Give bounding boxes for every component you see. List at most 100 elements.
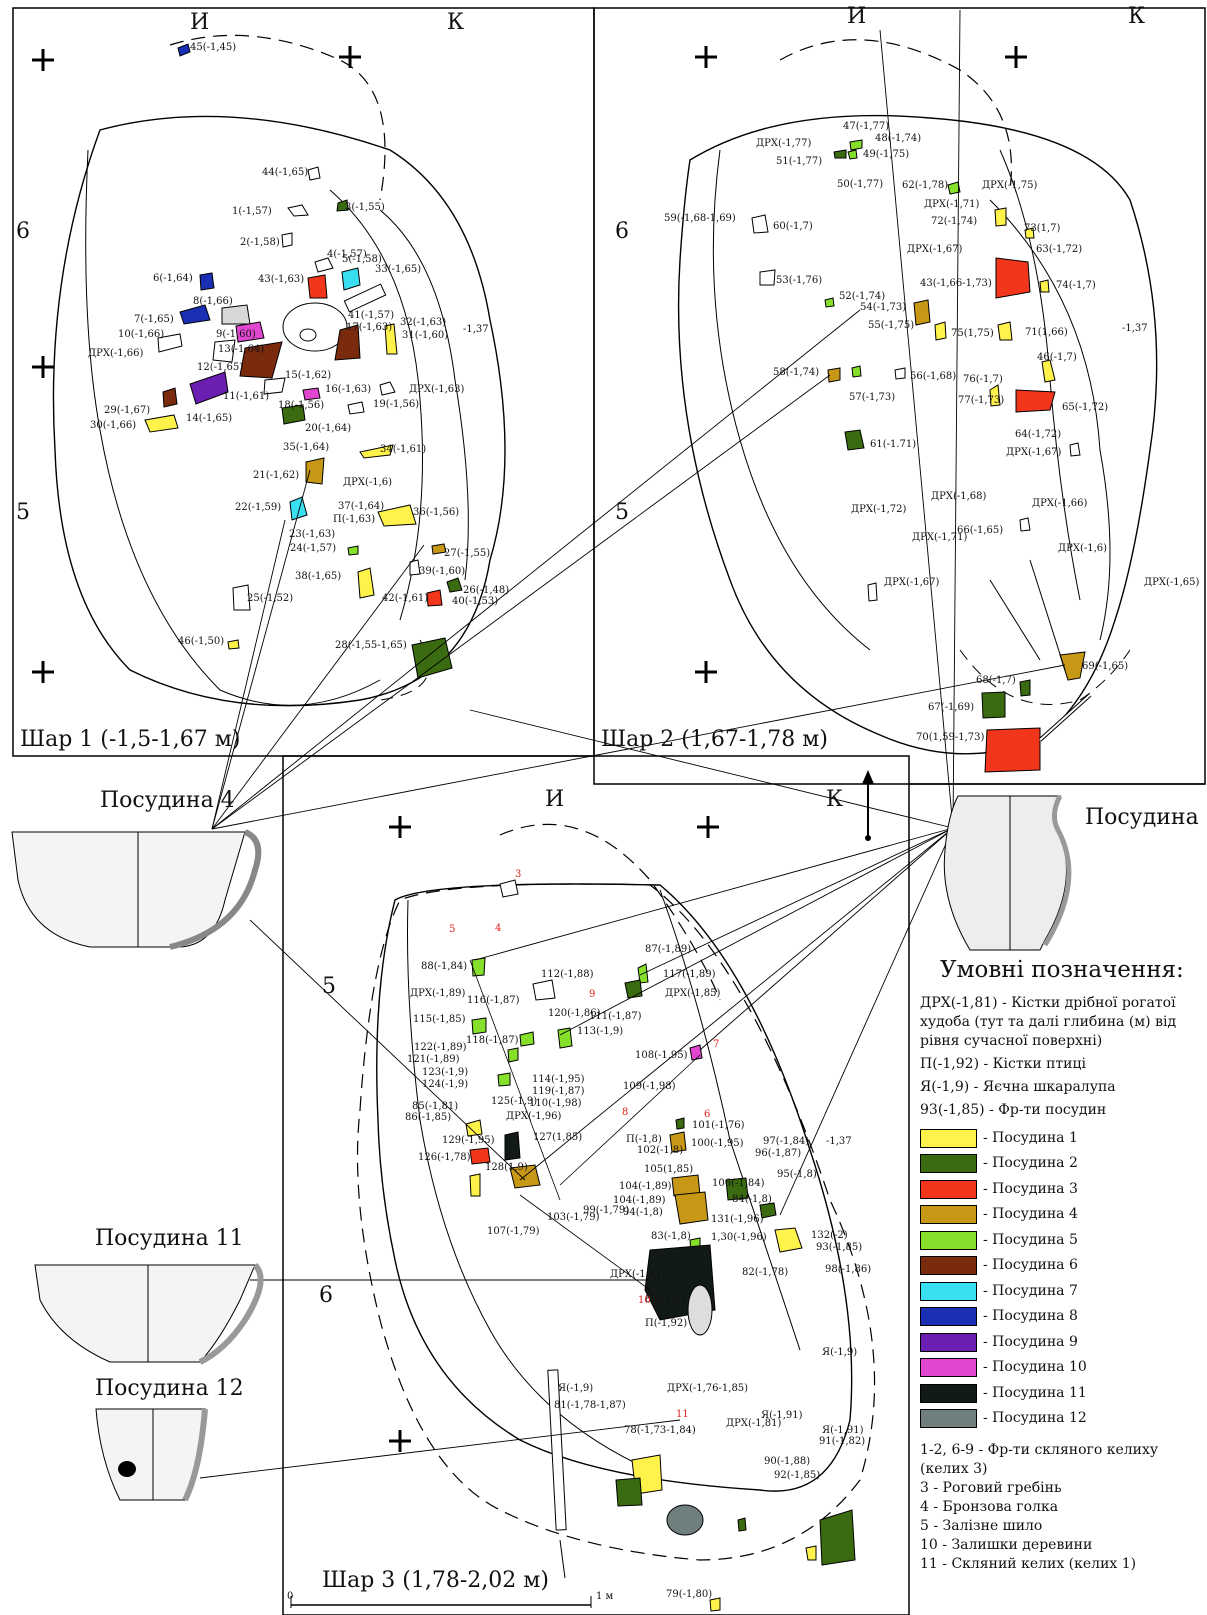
fragment-label: 9(-1,60) xyxy=(216,329,256,340)
fragment-label: ДРХ(-1,96) xyxy=(506,1111,562,1122)
fragment-label: ДРХ(-1,72) xyxy=(851,504,907,515)
fragment-label: 99(-1,79) xyxy=(583,1205,629,1216)
layer3-title: Шар 3 (1,78-2,02 м) xyxy=(322,1568,549,1593)
grid-number-five-3: 5 xyxy=(322,974,336,999)
fragment-label: 114(-1,95) xyxy=(532,1074,585,1085)
fragment-label: 84(-1,8) xyxy=(732,1194,772,1205)
fragment-label: 27(-1,55) xyxy=(444,548,490,559)
fragment-label: 104(-1,89) xyxy=(619,1181,672,1192)
legend-item: - Посудина 3 xyxy=(920,1176,1205,1202)
fragment-label: 132(-2) xyxy=(811,1230,848,1241)
grid-number-six-2: 6 xyxy=(615,219,629,244)
fragment-label: 43(-1,66-1,73) xyxy=(920,278,992,289)
fragment-label: 94(-1,8) xyxy=(623,1207,663,1218)
fragment-label: 13(-1,64) xyxy=(218,344,264,355)
vessel-5-drawing xyxy=(943,794,1072,951)
fragment-label: 121(-1,89) xyxy=(407,1054,460,1065)
fragment-label: 104(-1,89) xyxy=(613,1195,666,1206)
vessel-5-caption: Посудина 5 xyxy=(1085,805,1207,830)
legend-swatch xyxy=(920,1281,977,1301)
legend-item-label: - Посудина 1 xyxy=(983,1129,1078,1146)
fragment-label: 39(-1,60) xyxy=(419,566,465,577)
fragment-label: П(-1,63) xyxy=(333,514,375,525)
layer2-title: Шар 2 (1,67-1,78 м) xyxy=(601,727,828,752)
fragment-label: 111(-1,87) xyxy=(589,1011,642,1022)
fragment-labels: 45(-1,45)44(-1,65)1(-1,57)3(-1,55)2(-1,5… xyxy=(88,42,1200,1600)
legend-note: 5 - Залізне шило xyxy=(920,1517,1043,1534)
fragment-label: 105(1,85) xyxy=(644,1164,693,1175)
fragment-label: 109(-1,98) xyxy=(623,1081,676,1092)
fragment-label: 46(-1,7) xyxy=(1037,352,1077,363)
fragment-label: ДРХ(-1,63) xyxy=(409,384,465,395)
legend-item: - Посудина 1 xyxy=(920,1125,1205,1151)
fragment-label: Я(-1,9) xyxy=(558,1383,593,1394)
fragment-label: 28(-1,55-1,65) xyxy=(335,640,407,651)
fragment-label: 33(-1,65) xyxy=(375,264,421,275)
fragment-label: 47(-1,77) xyxy=(843,121,889,132)
legend-item-label: - Посудина 6 xyxy=(983,1257,1078,1274)
legend-item-label: - Посудина 11 xyxy=(983,1384,1087,1401)
connector-lines xyxy=(199,9,1066,1479)
fragment-label: 116(-1,87) xyxy=(467,995,520,1006)
fragment-label: 8 xyxy=(622,1107,628,1118)
fragment-label: 125(-1,9) xyxy=(491,1096,537,1107)
fragment-label: 118(-1,87) xyxy=(466,1035,519,1046)
fragment-label: 103(-1,79) xyxy=(547,1212,600,1223)
fragment-label: 72(-1,74) xyxy=(931,216,977,227)
legend-item-label: - Посудина 10 xyxy=(983,1359,1087,1376)
fragment-label: ДРХ(-1,85) xyxy=(665,988,721,999)
compass-i-3: И xyxy=(545,787,564,812)
fragment-label: ДРХ(-1,66) xyxy=(88,348,144,359)
vessel-4-drawing xyxy=(11,829,262,950)
fragment-label: 53(-1,76) xyxy=(776,275,822,286)
fragment-label: 11(-1,61) xyxy=(223,391,269,402)
legend-item-label: - Посудина 5 xyxy=(983,1231,1078,1248)
fragment-label: 54(-1,73) xyxy=(860,302,906,313)
fragment-label: ДРХ(-1,76-1,85) xyxy=(667,1383,748,1394)
legend-swatch xyxy=(920,1128,977,1148)
fragment-label: 37(-1,64) xyxy=(338,501,384,512)
fragment-label: 81(-1,78-1,87) xyxy=(554,1400,626,1411)
legend-note: 11 - Скляний келих (келих 1) xyxy=(920,1555,1137,1572)
scale-bar xyxy=(290,1596,592,1608)
fragment-label: ДРХ(-1,67) xyxy=(1006,447,1062,458)
legend-item: - Посудина 11 xyxy=(920,1380,1205,1406)
legend-item-label: - Посудина 9 xyxy=(983,1333,1078,1350)
panel-layer1-frame xyxy=(12,7,595,757)
legend-note: 10 - Залишки деревини xyxy=(920,1536,1093,1553)
grid-number-five-1: 5 xyxy=(16,500,30,525)
fragment-label: 131(-1,96) xyxy=(711,1214,764,1225)
fragment-label: 23(-1,63) xyxy=(289,529,335,540)
fragment-label: 88(-1,84) xyxy=(421,961,467,972)
fragment-label: 14(-1,65) xyxy=(186,413,232,424)
fragment-label: 7 xyxy=(713,1039,719,1050)
fragment-label: 112(-1,88) xyxy=(541,969,594,980)
fragment-label: 41(-1,57) xyxy=(348,310,394,321)
fragment-label: 5(-1,58) xyxy=(342,254,382,265)
fragment-label: 95(-1,8) xyxy=(777,1169,817,1180)
fragment-label: 35(-1,64) xyxy=(283,442,329,453)
fragment-label: 66(-1,65) xyxy=(957,525,1003,536)
layer1-title: Шар 1 (-1,5-1,67 м) xyxy=(20,727,240,752)
scale-zero-label: 0 xyxy=(287,1591,293,1602)
fragment-label: 75(1,75) xyxy=(951,328,994,339)
fragment-label: 9 xyxy=(589,989,595,1000)
fragment-label: 85(-1,81) xyxy=(412,1101,458,1112)
legend-item-label: - Посудина 8 xyxy=(983,1308,1078,1325)
fragment-label: 10(-1,66) xyxy=(118,329,164,340)
fragment-label: Я(-1,91) xyxy=(761,1410,803,1421)
depth-outer-1: -1,37 xyxy=(463,324,489,335)
fragment-label: П(-1,8) xyxy=(626,1134,662,1145)
fragment-label: 46(-1,50) xyxy=(178,636,224,647)
fragment-label: 124(-1,9) xyxy=(422,1079,468,1090)
depth-outer-2: -1,37 xyxy=(1122,323,1148,334)
legend-item: - Посудина 5 xyxy=(920,1227,1205,1253)
compass-i-2: И xyxy=(847,4,866,29)
fragment-label: ДРХ(-1,89) xyxy=(410,988,466,999)
fragment-label: 77(-1,73) xyxy=(958,395,1004,406)
fragment-label: 7(-1,65) xyxy=(134,314,174,325)
fragment-label: ДРХ(-1,77) xyxy=(756,138,812,149)
fragment-label: 78(-1,73-1,84) xyxy=(624,1425,696,1436)
fragment-label: 79(-1,80) xyxy=(666,1589,712,1600)
legend-item: - Посудина 7 xyxy=(920,1278,1205,1304)
